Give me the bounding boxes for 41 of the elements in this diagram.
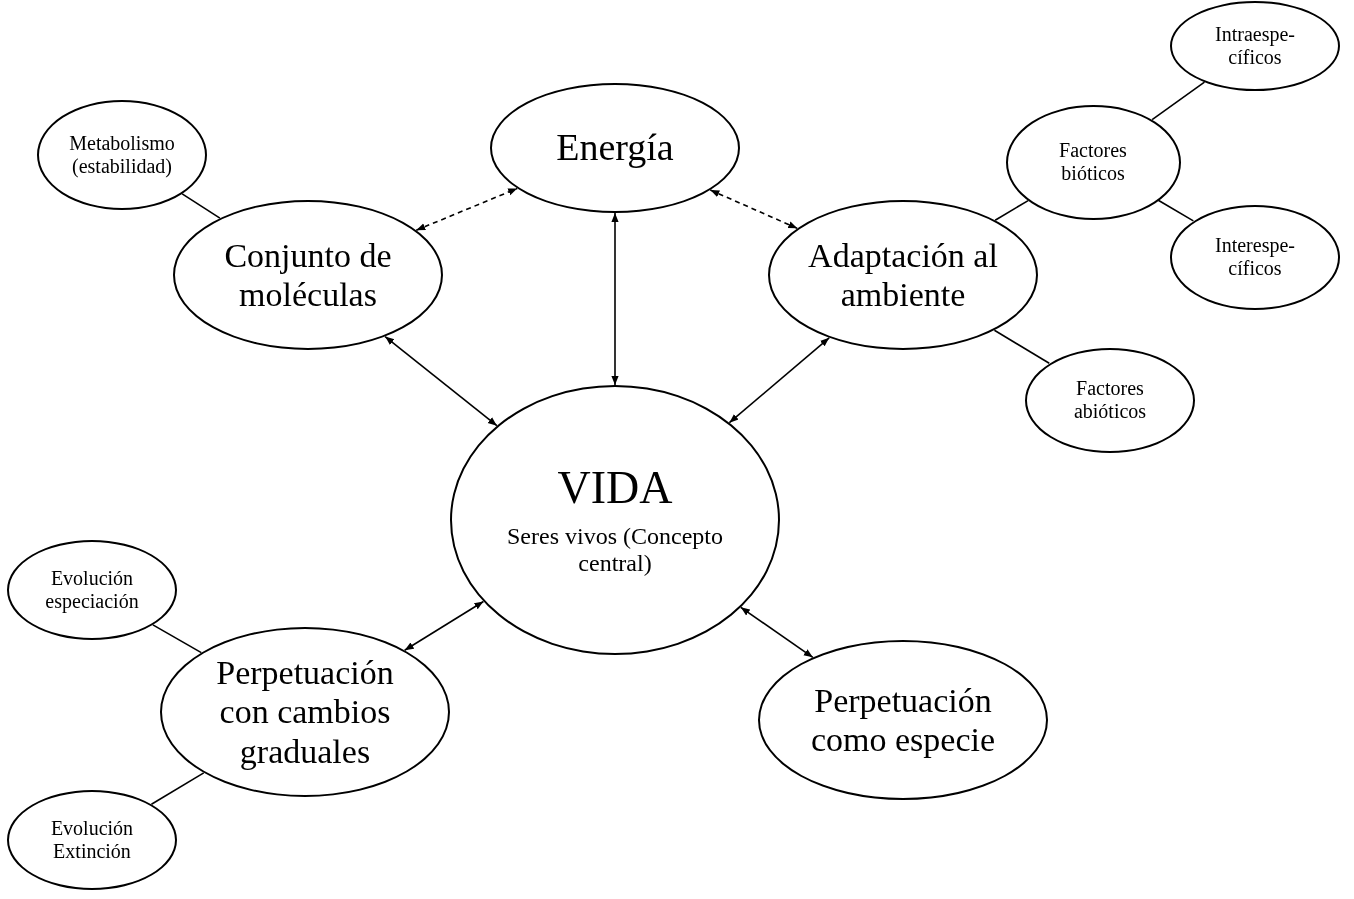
- connector-line: [1157, 199, 1195, 222]
- concept-label: Factores bióticos: [1058, 139, 1128, 185]
- concept-label: Metabolismo (estabilidad): [68, 132, 176, 178]
- dashed-connector: [415, 187, 518, 231]
- connector-line: [1151, 81, 1206, 121]
- concept-label: Perpetuación con cambios graduales: [215, 653, 395, 771]
- concept-ellipse: [490, 83, 740, 213]
- concept-ellipse: [1170, 1, 1340, 91]
- concept-ellipse: [7, 540, 177, 640]
- concept-label: Perpetuación como especie: [809, 680, 997, 760]
- connector-line: [181, 193, 221, 219]
- connector-line: [994, 199, 1029, 221]
- concept-ellipse: [1025, 347, 1195, 453]
- concept-label: Intraespe- cíficos: [1214, 23, 1296, 69]
- concept-label: Evolución especiación: [44, 567, 140, 613]
- concept-label: Conjunto de moléculas: [223, 235, 393, 315]
- concept-ellipse: [173, 200, 443, 350]
- arrow: [740, 606, 814, 659]
- connector-line: [993, 329, 1050, 365]
- concept-label: Interespe- cíficos: [1214, 234, 1296, 280]
- concept-ellipse: [37, 100, 207, 210]
- concept-label: VIDA: [557, 461, 673, 515]
- concept-label: Evolución Extinción: [49, 817, 135, 863]
- arrow: [384, 335, 498, 427]
- concept-ellipse: [450, 385, 780, 655]
- concept-ellipse: [768, 200, 1038, 350]
- arrow: [728, 337, 830, 424]
- arrow: [611, 212, 619, 386]
- concept-label: Factores abióticos: [1072, 377, 1148, 423]
- concept-ellipse: [160, 627, 450, 797]
- connector-line: [150, 772, 205, 806]
- concept-ellipse: [7, 790, 177, 890]
- concept-subtitle: Seres vivos (Concepto central): [506, 522, 724, 579]
- concept-label: Energía: [556, 126, 674, 170]
- connector-line: [152, 624, 203, 654]
- concept-ellipse: [758, 640, 1048, 800]
- concept-ellipse: [1170, 204, 1340, 310]
- concept-ellipse: [1005, 104, 1181, 220]
- arrow: [403, 600, 485, 652]
- dashed-connector: [709, 189, 799, 230]
- concept-label: Adaptación al ambiente: [807, 235, 999, 315]
